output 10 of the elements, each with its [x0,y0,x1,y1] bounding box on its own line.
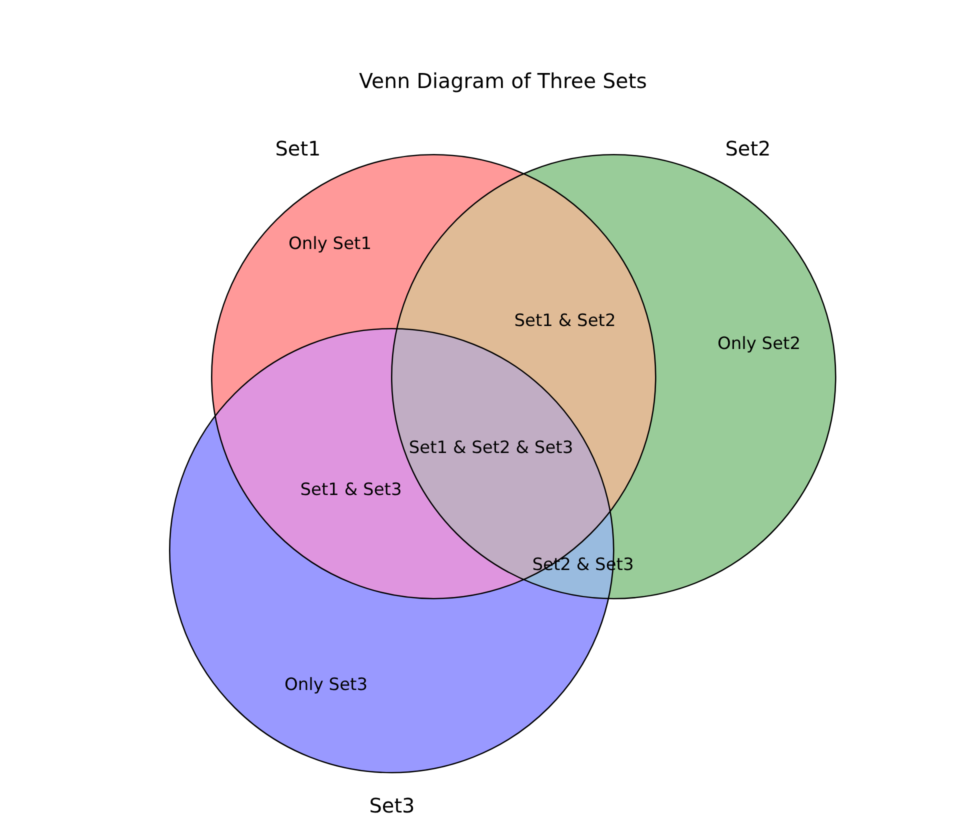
region-label: Only Set1 [288,235,372,255]
region-label: Set1 & Set3 [300,481,402,501]
region-label: Only Set3 [284,676,368,696]
diagram-title: Venn Diagram of Three Sets [359,70,647,94]
set-label: Set3 [369,794,415,818]
region-label: Only Set2 [717,335,801,355]
set-label: Set1 [275,138,321,160]
region-label: Set1 & Set2 [514,312,616,332]
set-label: Set2 [725,138,771,160]
region-label: Set1 & Set2 & Set3 [408,439,574,459]
